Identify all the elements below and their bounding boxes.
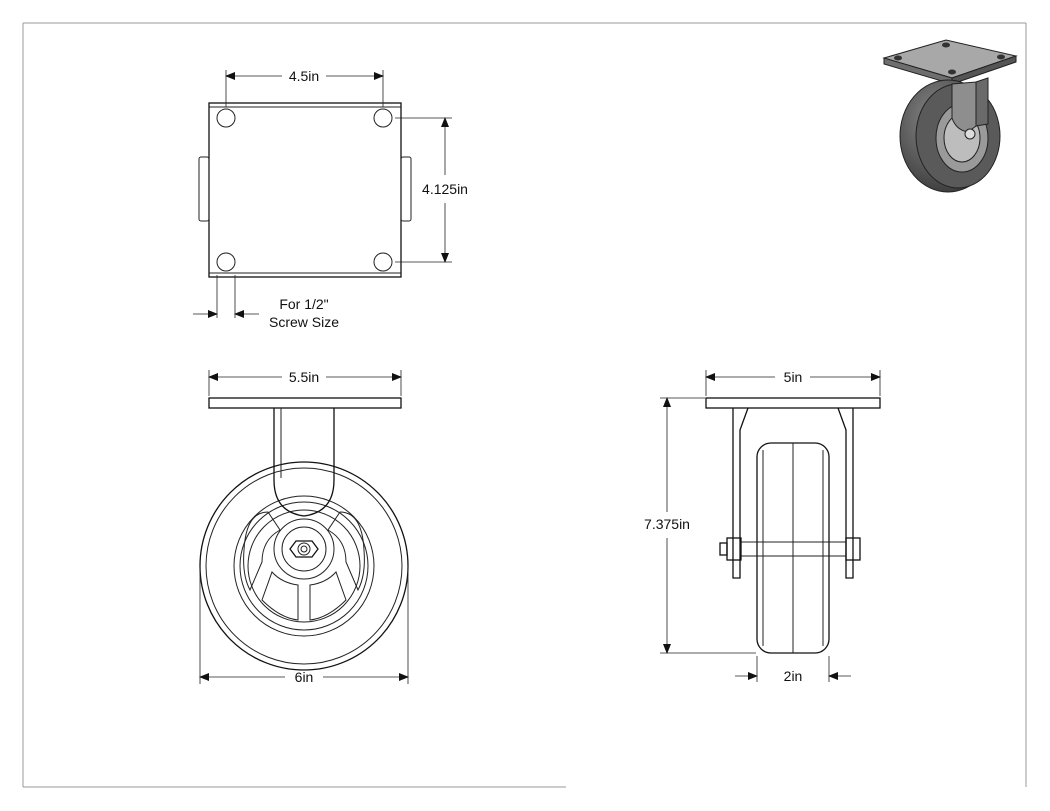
front-view: 5.5in 6in xyxy=(199,369,409,685)
dim-hole-spacing-y: 4.125in xyxy=(422,181,468,197)
axle-bolt-head xyxy=(726,537,742,561)
dim-wheel-width: 2in xyxy=(784,668,803,684)
axle-nut xyxy=(289,540,319,558)
side-fork-right xyxy=(837,407,854,579)
rim-outer xyxy=(233,495,375,637)
bolt-hole-top-left xyxy=(216,108,236,128)
dim-overall-height: 7.375in xyxy=(644,516,690,532)
side-plate xyxy=(705,397,881,409)
fork-leg xyxy=(273,408,335,517)
axle-nut-side xyxy=(845,537,861,561)
wheel-cutout-left xyxy=(243,511,281,592)
screw-note-line1: For 1/2" xyxy=(279,296,328,312)
plate-side-tab-left xyxy=(198,156,210,222)
front-plate xyxy=(208,397,402,409)
plate-side-tab-right xyxy=(400,156,412,222)
bolt-hole-bottom-right xyxy=(373,252,393,272)
top-view: 4.5in 4.125in For 1/2" Screw Size xyxy=(193,68,468,330)
wheel-cutout-right xyxy=(327,511,365,592)
wheel-cutout-bottom-left xyxy=(261,571,299,621)
side-view: 5in 7.375in 2in xyxy=(644,369,881,684)
bolt-hole-bottom-left xyxy=(216,252,236,272)
mounting-plate-outline xyxy=(208,102,402,278)
side-fork-left xyxy=(732,407,749,579)
dim-hole-spacing-x: 4.5in xyxy=(289,68,319,84)
wheel-cutout-bottom-right xyxy=(309,571,347,621)
isometric-caster-thumbnail xyxy=(882,39,1018,193)
drawing-frame xyxy=(22,22,1027,788)
dim-plate-length: 5in xyxy=(784,369,803,385)
iso-fork xyxy=(951,81,977,133)
tire-outer xyxy=(199,461,409,671)
bolt-hole-top-right xyxy=(373,108,393,128)
screw-note-line2: Screw Size xyxy=(269,314,339,330)
hub xyxy=(273,518,335,580)
dim-wheel-diameter: 6in xyxy=(295,669,314,685)
dim-plate-width: 5.5in xyxy=(289,369,319,385)
